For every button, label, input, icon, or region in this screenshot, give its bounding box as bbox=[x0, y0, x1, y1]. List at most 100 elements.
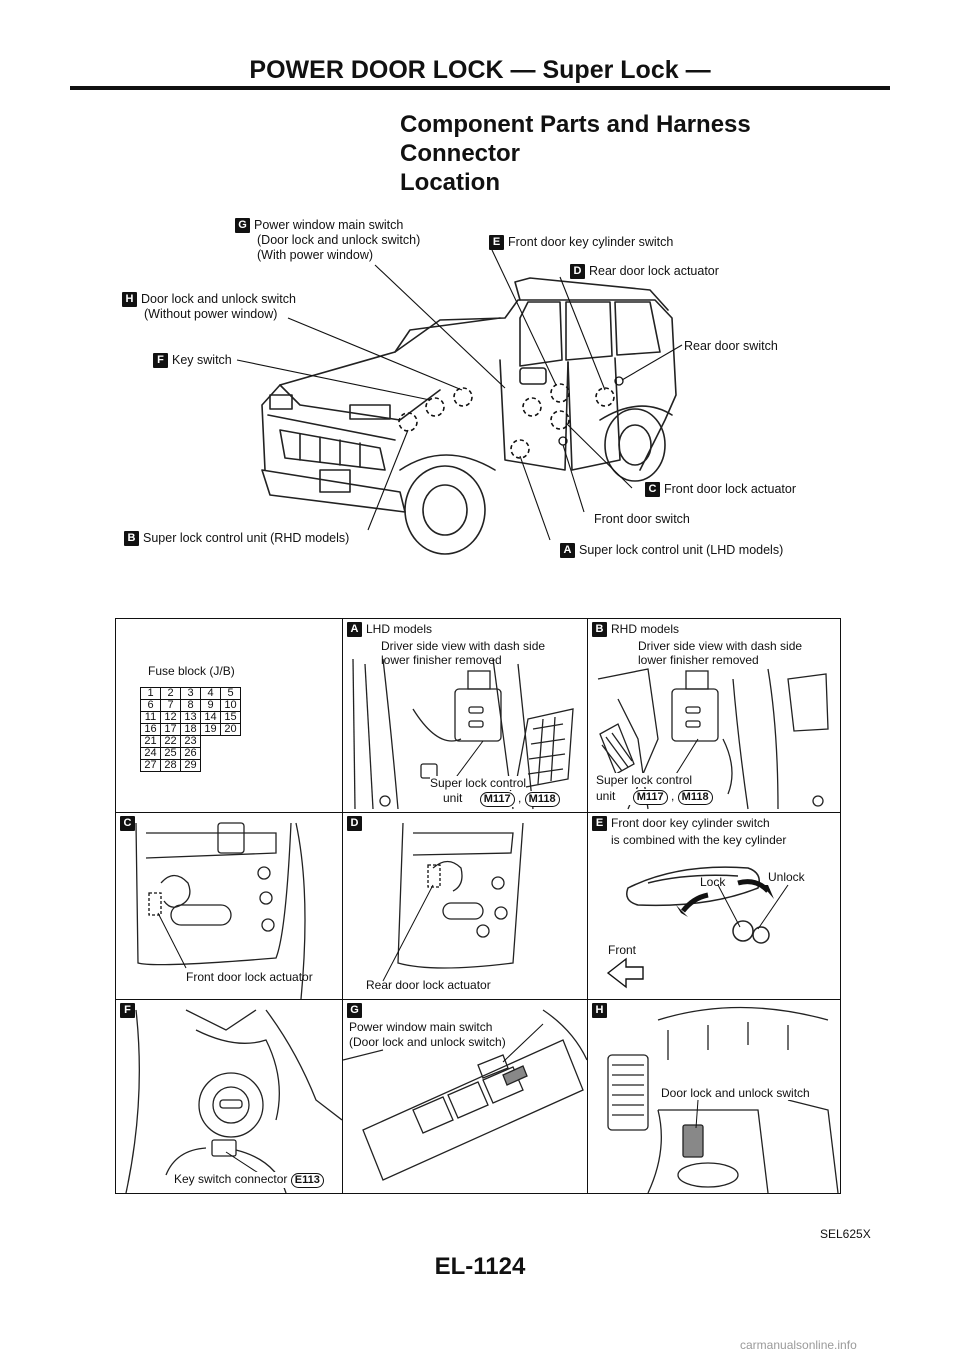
panel-e-drawing bbox=[606, 866, 789, 989]
letter-badge-h: H bbox=[122, 292, 137, 308]
fuse-cell: 3 bbox=[180, 687, 201, 700]
panel-g: G Power window main switch (Door lock an… bbox=[343, 1000, 587, 1193]
fuse-cell: 8 bbox=[180, 699, 201, 712]
panel-c: C Front door lock actuator bbox=[116, 813, 342, 999]
fuse-cell: 12 bbox=[160, 711, 181, 724]
fuse-cell: 17 bbox=[160, 723, 181, 736]
header-rule bbox=[70, 86, 890, 90]
panel-f-label: Key switch connector bbox=[174, 1172, 288, 1186]
fuse-cell: 10 bbox=[220, 699, 241, 712]
letter-badge-b: B bbox=[124, 531, 139, 547]
callout-rear-door-switch: Rear door switch bbox=[684, 339, 778, 353]
fuse-cell: 13 bbox=[180, 711, 201, 724]
fuse-cell: 4 bbox=[200, 687, 221, 700]
panel-a-letter: A bbox=[347, 622, 362, 638]
fuse-cell-empty bbox=[201, 736, 221, 748]
panel-h-drawing bbox=[607, 1006, 839, 1193]
grid-divider-v2 bbox=[587, 619, 588, 1193]
fuse-cell: 26 bbox=[180, 747, 201, 760]
section-title-line2: Location bbox=[400, 169, 500, 196]
fuse-block-title: Fuse block (J/B) bbox=[148, 664, 235, 678]
letter-badge-e: E bbox=[489, 235, 504, 251]
panel-g-drawing bbox=[343, 1009, 587, 1181]
fuse-cell: 2 bbox=[160, 687, 181, 700]
fuse-cell: 9 bbox=[200, 699, 221, 712]
fuse-cell: 22 bbox=[160, 735, 181, 748]
panel-h-label: Door lock and unlock switch bbox=[661, 1086, 810, 1100]
fuse-cell: 14 bbox=[200, 711, 221, 724]
fuse-cell: 19 bbox=[200, 723, 221, 736]
panel-d-letter: D bbox=[347, 816, 362, 832]
unlock-label: Unlock bbox=[768, 870, 805, 884]
connector-m117-badge: M117 bbox=[632, 790, 668, 805]
letter-badge-d: D bbox=[570, 264, 585, 280]
letter-badge-g: G bbox=[235, 218, 250, 234]
fuse-cell: 5 bbox=[220, 687, 241, 700]
page-number: EL-1124 bbox=[434, 1253, 526, 1280]
fuse-cell: 27 bbox=[140, 759, 161, 772]
panel-f-letter: F bbox=[120, 1003, 135, 1019]
fuse-cell: 21 bbox=[140, 735, 161, 748]
fuse-cell: 25 bbox=[160, 747, 181, 760]
section-title-line1: Component Parts and Harness Connector bbox=[400, 111, 751, 167]
page-header-title: POWER DOOR LOCK — Super Lock — bbox=[249, 56, 711, 84]
panel-c-label: Front door lock actuator bbox=[186, 970, 313, 984]
fuse-cell: 7 bbox=[160, 699, 181, 712]
fuse-cell-empty bbox=[221, 748, 241, 760]
figure-code: SEL625X bbox=[820, 1227, 871, 1241]
fuse-cell: 6 bbox=[140, 699, 161, 712]
fuse-cell: 1 bbox=[140, 687, 161, 700]
fuse-cell: 28 bbox=[160, 759, 181, 772]
callout-front-door-switch: Front door switch bbox=[594, 512, 690, 526]
fuse-cell-empty bbox=[201, 748, 221, 760]
fuse-cell: 11 bbox=[140, 711, 161, 724]
fuse-cell-empty bbox=[201, 760, 221, 772]
panel-f: F Key switch connector E113 bbox=[116, 1000, 342, 1193]
section-title: Component Parts and Harness Connector Lo… bbox=[400, 110, 870, 197]
fuse-cell: 29 bbox=[180, 759, 201, 772]
panel-e-letter: E bbox=[592, 816, 607, 832]
letter-badge-c: C bbox=[645, 482, 660, 498]
fuse-cell: 18 bbox=[180, 723, 201, 736]
panel-c-drawing bbox=[135, 822, 306, 999]
letter-badge-f: F bbox=[153, 353, 168, 369]
fuse-cell: 24 bbox=[140, 747, 161, 760]
fuse-cell: 15 bbox=[220, 711, 241, 724]
panel-d-label: Rear door lock actuator bbox=[366, 978, 491, 992]
letter-badge-a: A bbox=[560, 543, 575, 559]
connector-m118-badge: M118 bbox=[524, 792, 560, 807]
fuse-cell: 23 bbox=[180, 735, 201, 748]
grid-divider-h1 bbox=[116, 812, 840, 813]
panel-d: D Rear door lock actuator bbox=[343, 813, 587, 999]
panel-c-letter: C bbox=[120, 816, 135, 832]
grid-divider-h2 bbox=[116, 999, 840, 1000]
vehicle-illustration bbox=[236, 249, 683, 555]
panel-h: H Door lock and unlock switch bbox=[588, 1000, 840, 1193]
fuse-cell: 20 bbox=[220, 723, 241, 736]
fuse-cell-empty bbox=[221, 736, 241, 748]
panel-b-letter: B bbox=[592, 622, 607, 638]
front-label: Front bbox=[608, 943, 637, 957]
fuse-cell: 16 bbox=[140, 723, 161, 736]
grid-divider-v1 bbox=[342, 619, 343, 1193]
